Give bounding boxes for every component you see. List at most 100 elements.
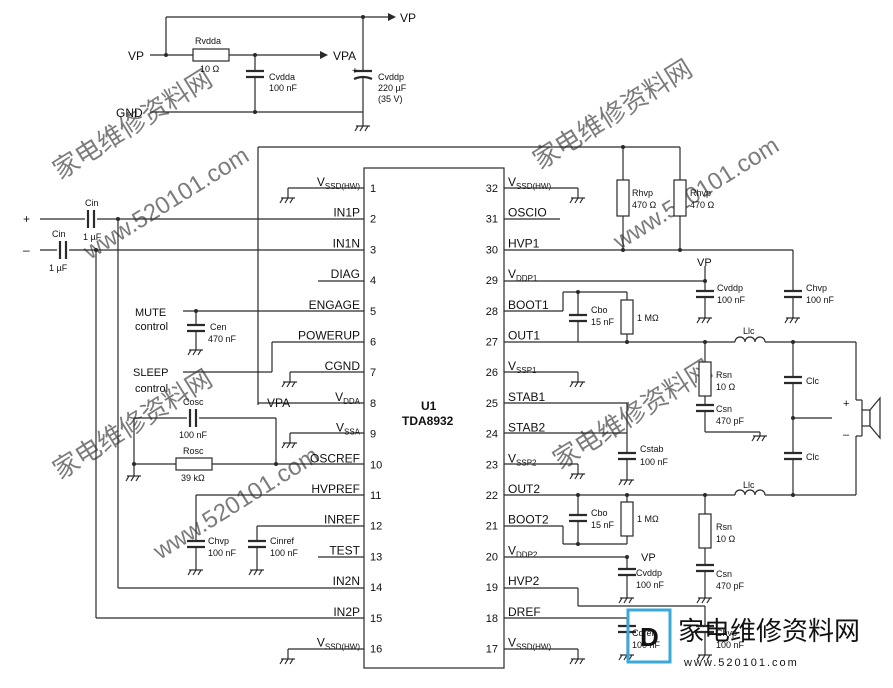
pin-name-left: HVPREF [311,482,360,496]
rhvp1-value: 470 Ω [632,200,657,210]
pin-name-right: HVP1 [508,236,540,250]
cdref-value: 100 nF [632,640,661,650]
pin-name-left: OSCREF [310,451,360,465]
resistor-rosc [175,457,213,471]
pin-name-right: OSCIO [508,206,547,220]
watermark-text: 家电维修资料网 [47,63,217,185]
pin-name-left: IN2P [333,605,360,619]
pin-name-left: VDDA [335,390,361,406]
pin-number-left: 14 [370,582,382,594]
pin-number-left: 3 [370,244,376,256]
vpa-pin8-label: VPA [267,396,290,410]
pin-number-left: 5 [370,306,376,318]
left-wiring [40,146,680,650]
cvddp2-name: Cvddp [636,568,662,578]
csn2-value: 470 pF [716,581,745,591]
rhvp1-name: Rhvp [632,188,653,198]
cen-value: 470 nF [208,334,237,344]
mute-label: MUTE [135,307,166,319]
ground-icon [569,372,585,388]
llc2-name: Llc [743,480,755,490]
rsn2-name: Rsn [716,522,732,532]
pin-name-right: BOOT2 [508,513,549,527]
ground-icon [696,597,712,604]
pin-name-left: ENGAGE [309,298,360,312]
pin-name-right: STAB1 [508,390,545,404]
chvp-bot-value: 100 nF [716,640,745,650]
pin-name-left: DIAG [331,267,360,281]
cinref-value: 100 nF [270,548,299,558]
cosc-name: Cosc [183,397,204,407]
pin-number-left: 4 [370,275,376,287]
csn2-name: Csn [716,569,732,579]
rosc-value: 39 kΩ [181,473,205,483]
cstab-value: 100 nF [640,457,669,467]
pin-number-left: 9 [370,429,376,441]
pin-name-left: IN1N [333,236,360,250]
pin-number-left: 10 [370,459,382,471]
pin-name-left: IN2N [333,574,360,588]
pin-name-right: VSSD(HW) [508,175,551,191]
pin-name-right: OUT2 [508,482,540,496]
pin-number-right: 30 [486,244,498,256]
ground-icon [279,649,295,665]
cstab-name: Cstab [640,444,664,454]
cvddp1-value: 100 nF [717,295,746,305]
logo-text: 家电维修资料网 [678,616,860,646]
clc2-name: Clc [806,452,819,462]
pin-name-right: HVP2 [508,574,540,588]
cvddp1-name: Cvddp [717,283,743,293]
pin-name-right: VDDP1 [508,267,538,283]
ground-icon [696,654,712,661]
ic-body [363,167,505,669]
speaker-plus-label: + [843,398,849,410]
csn1-name: Csn [716,404,732,414]
pin-number-left: 1 [370,183,376,195]
logo-icon [626,608,672,664]
cvddp-top-rating: (35 V) [378,94,403,104]
cinref-name: Cinref [270,536,295,546]
r1m2-value: 1 MΩ [637,514,659,524]
pin-number-right: 25 [486,398,498,410]
cvddp-top-plus: + [352,66,358,77]
chvp-bot-name: Chvp [716,628,737,638]
pin-name-right: OUT1 [508,329,540,343]
pin-number-right: 26 [486,367,498,379]
cvdda-name: Cvdda [269,72,295,82]
pin-number-left: 13 [370,551,382,563]
pin-number-right: 24 [486,429,498,441]
watermark-url: www.520101.com [78,142,254,266]
pin-number-left: 11 [370,490,381,502]
pin-name-right: VSSP2 [508,451,537,467]
chvp-right-name: Chvp [806,283,827,293]
csn1-value: 470 pF [716,416,745,426]
ground-icon [187,349,203,356]
cbo2-name: Cbo [591,508,608,518]
resistor-1m-2 [620,501,634,537]
ground-icon [279,188,295,204]
pin-name-right: BOOT1 [508,298,549,312]
rhvp2-name: Rhvp [690,188,711,198]
rhvp2-value: 470 Ω [690,200,715,210]
cin1-value: 1 µF [83,232,102,242]
cen-name: Cen [210,322,227,332]
ic-ref: U1 [421,399,437,413]
pin-number-left: 6 [370,337,376,349]
rosc-name: Rosc [183,446,204,456]
pin-name-right: STAB2 [508,421,545,435]
pin-name-left: TEST [329,543,360,557]
ground-icon [618,479,634,486]
pin-number-left: 2 [370,214,376,226]
ground-icon [125,475,141,482]
cvddp-top-value: 220 µF [378,83,407,93]
mute-label-2: control [135,321,168,333]
pin-name-left: VSSD(HW) [317,636,360,652]
pin-number-right: 32 [486,183,498,195]
pin-name-left: POWERUP [298,329,360,343]
pin-name-left: INREF [324,513,360,527]
cvddp2-value: 100 nF [636,580,665,590]
logo-url: www.520101.com [683,657,799,669]
rsn1-value: 10 Ω [716,382,736,392]
